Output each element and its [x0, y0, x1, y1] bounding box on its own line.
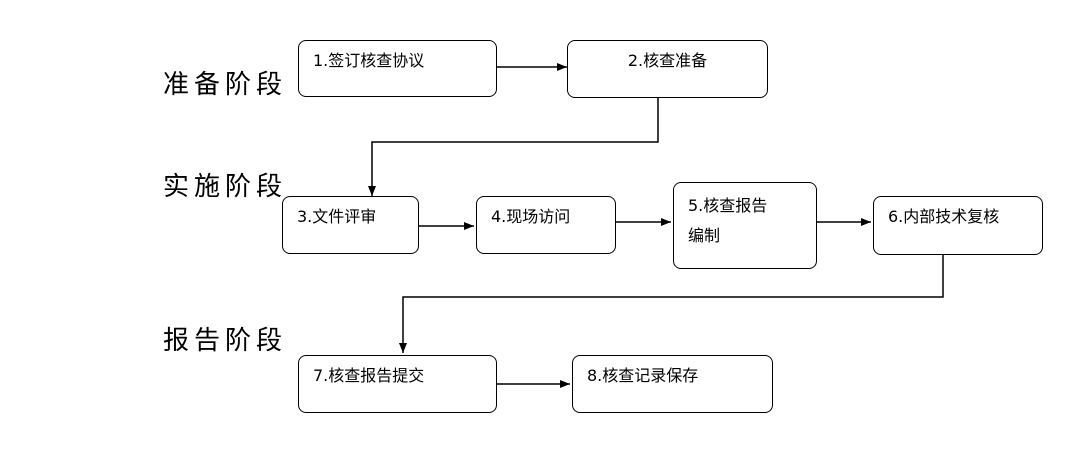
step-6-box: 6.内部技术复核	[873, 196, 1043, 255]
step-2-box: 2.核查准备	[567, 40, 768, 98]
phase-label-prep: 准备阶段	[163, 70, 288, 100]
step-1-label: 1.签订核查协议	[313, 51, 425, 70]
step-4-box: 4.现场访问	[476, 196, 616, 254]
step-4-label: 4.现场访问	[491, 207, 571, 226]
step-5-label-line1: 5.核查报告	[688, 196, 768, 215]
step-6-label: 6.内部技术复核	[888, 207, 1000, 226]
step-7-box: 7.核查报告提交	[298, 355, 497, 413]
arrow-2-to-3	[368, 98, 659, 196]
arrow-6-to-7	[399, 255, 944, 353]
step-3-label: 3.文件评审	[297, 207, 377, 226]
step-1-box: 1.签订核查协议	[298, 40, 497, 97]
step-3-box: 3.文件评审	[282, 196, 419, 254]
step-5-label-line2: 编制	[688, 226, 721, 245]
phase-label-report: 报告阶段	[163, 326, 288, 356]
step-8-label: 8.核查记录保存	[587, 366, 699, 385]
phase-label-impl: 实施阶段	[163, 172, 288, 202]
step-2-label: 2.核查准备	[627, 51, 708, 70]
step-8-box: 8.核查记录保存	[572, 355, 773, 413]
step-5-box: 5.核查报告 编制	[673, 182, 817, 269]
step-7-label: 7.核查报告提交	[313, 366, 425, 385]
